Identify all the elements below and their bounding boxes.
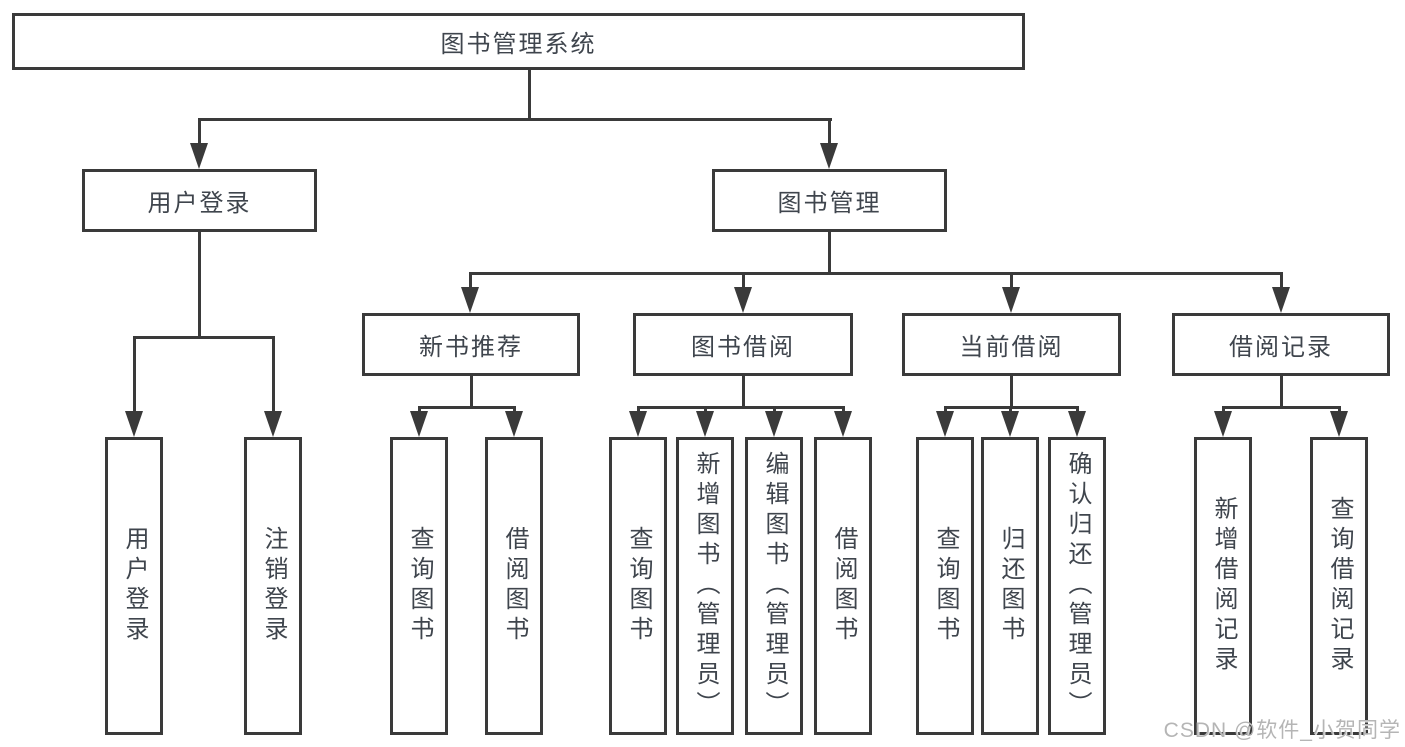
arrowhead-to-return-book [1001, 411, 1019, 437]
leaf-return-book-label: 归还图书 [997, 526, 1024, 646]
leaf-borrow-books-2: 借阅图书 [814, 437, 872, 735]
node-book-borrowing: 图书借阅 [633, 313, 853, 376]
edge-book-g4-shaft [1280, 272, 1283, 292]
edge-g2-bar [637, 406, 845, 409]
arrowhead-to-borrow-books-1 [505, 411, 523, 437]
arrowhead-to-query-borrow-record [1330, 411, 1348, 437]
leaf-edit-book-admin: 编辑图书（管理员） [745, 437, 803, 735]
arrowhead-to-leaf-user-login [125, 411, 143, 437]
edge-g4-bar [1222, 406, 1340, 409]
node-user-login-label: 用户登录 [147, 190, 252, 217]
node-borrowing-records-label: 借阅记录 [1229, 334, 1333, 361]
leaf-query-books-3-label: 查询图书 [932, 526, 959, 646]
edge-g4-stem [1280, 376, 1283, 406]
node-root-label: 图书管理系统 [440, 31, 597, 58]
node-new-book-recommend: 新书推荐 [362, 313, 580, 376]
leaf-user-login: 用户登录 [105, 437, 163, 735]
leaf-add-borrow-record-label: 新增借阅记录 [1210, 496, 1237, 676]
leaf-borrow-books-2-label: 借阅图书 [830, 526, 857, 646]
node-new-book-recommend-label: 新书推荐 [419, 334, 523, 361]
leaf-logout: 注销登录 [244, 437, 302, 735]
arrowhead-to-book-borrowing [734, 287, 752, 313]
edge-book-g3-shaft [1010, 272, 1013, 292]
arrowhead-to-current-borrowing [1002, 287, 1020, 313]
node-user-login: 用户登录 [82, 169, 317, 232]
leaf-add-book-admin-label: 新增图书（管理员） [692, 451, 719, 721]
arrowhead-to-book-management [820, 143, 838, 169]
leaf-query-books-2-label: 查询图书 [625, 526, 652, 646]
edge-book-g1-shaft [469, 272, 472, 292]
edge-book-bar [469, 272, 1282, 275]
arrowhead-to-add-borrow-record [1214, 411, 1232, 437]
edge-g1-stem [470, 376, 473, 406]
edge-user-bar [133, 336, 274, 339]
edge-user-leaf2-shaft [272, 336, 275, 415]
leaf-edit-book-admin-label: 编辑图书（管理员） [761, 451, 788, 721]
node-book-management: 图书管理 [712, 169, 947, 232]
leaf-borrow-books-1: 借阅图书 [485, 437, 543, 735]
leaf-confirm-return-admin-label: 确认归还（管理员） [1064, 451, 1091, 721]
edge-user-stem [198, 232, 201, 336]
arrowhead-to-query-books-3 [936, 411, 954, 437]
arrowhead-to-edit-book-admin [765, 411, 783, 437]
arrowhead-to-query-books-1 [410, 411, 428, 437]
node-book-borrowing-label: 图书借阅 [691, 334, 795, 361]
edge-root-bar [198, 118, 832, 121]
arrowhead-to-borrowing-records [1272, 287, 1290, 313]
edge-user-leaf1-shaft [133, 336, 136, 415]
leaf-user-login-label: 用户登录 [121, 526, 148, 646]
leaf-query-books-3: 查询图书 [916, 437, 974, 735]
leaf-borrow-books-1-label: 借阅图书 [501, 526, 528, 646]
leaf-confirm-return-admin: 确认归还（管理员） [1048, 437, 1106, 735]
leaf-query-books-2: 查询图书 [609, 437, 667, 735]
arrowhead-to-borrow-books-2 [834, 411, 852, 437]
arrowhead-to-new-book-recommend [461, 287, 479, 313]
leaf-query-borrow-record: 查询借阅记录 [1310, 437, 1368, 735]
arrowhead-to-leaf-logout [264, 411, 282, 437]
leaf-add-book-admin: 新增图书（管理员） [676, 437, 734, 735]
arrowhead-to-confirm-return-admin [1068, 411, 1086, 437]
node-current-borrowing: 当前借阅 [902, 313, 1121, 376]
arrowhead-to-add-book-admin [696, 411, 714, 437]
arrowhead-to-user-login [190, 143, 208, 169]
edge-root-to-book-shaft [828, 118, 831, 148]
edge-g3-stem [1010, 376, 1013, 406]
edge-book-stem [828, 232, 831, 272]
leaf-add-borrow-record: 新增借阅记录 [1194, 437, 1252, 735]
edge-root-to-user-shaft [198, 118, 201, 148]
leaf-logout-label: 注销登录 [260, 526, 287, 646]
node-borrowing-records: 借阅记录 [1172, 313, 1390, 376]
edge-root-stem [528, 70, 531, 118]
leaf-query-books-1: 查询图书 [390, 437, 448, 735]
csdn-watermark: CSDN @软件_小贺同学 [1163, 719, 1401, 742]
node-book-management-label: 图书管理 [777, 190, 882, 217]
edge-g1-bar [418, 406, 516, 409]
leaf-query-borrow-record-label: 查询借阅记录 [1326, 496, 1353, 676]
leaf-return-book: 归还图书 [981, 437, 1039, 735]
node-current-borrowing-label: 当前借阅 [959, 334, 1064, 361]
edge-book-g2-shaft [742, 272, 745, 292]
arrowhead-to-query-books-2 [629, 411, 647, 437]
edge-g2-stem [742, 376, 745, 406]
node-root-library-system: 图书管理系统 [12, 13, 1025, 70]
leaf-query-books-1-label: 查询图书 [406, 526, 433, 646]
